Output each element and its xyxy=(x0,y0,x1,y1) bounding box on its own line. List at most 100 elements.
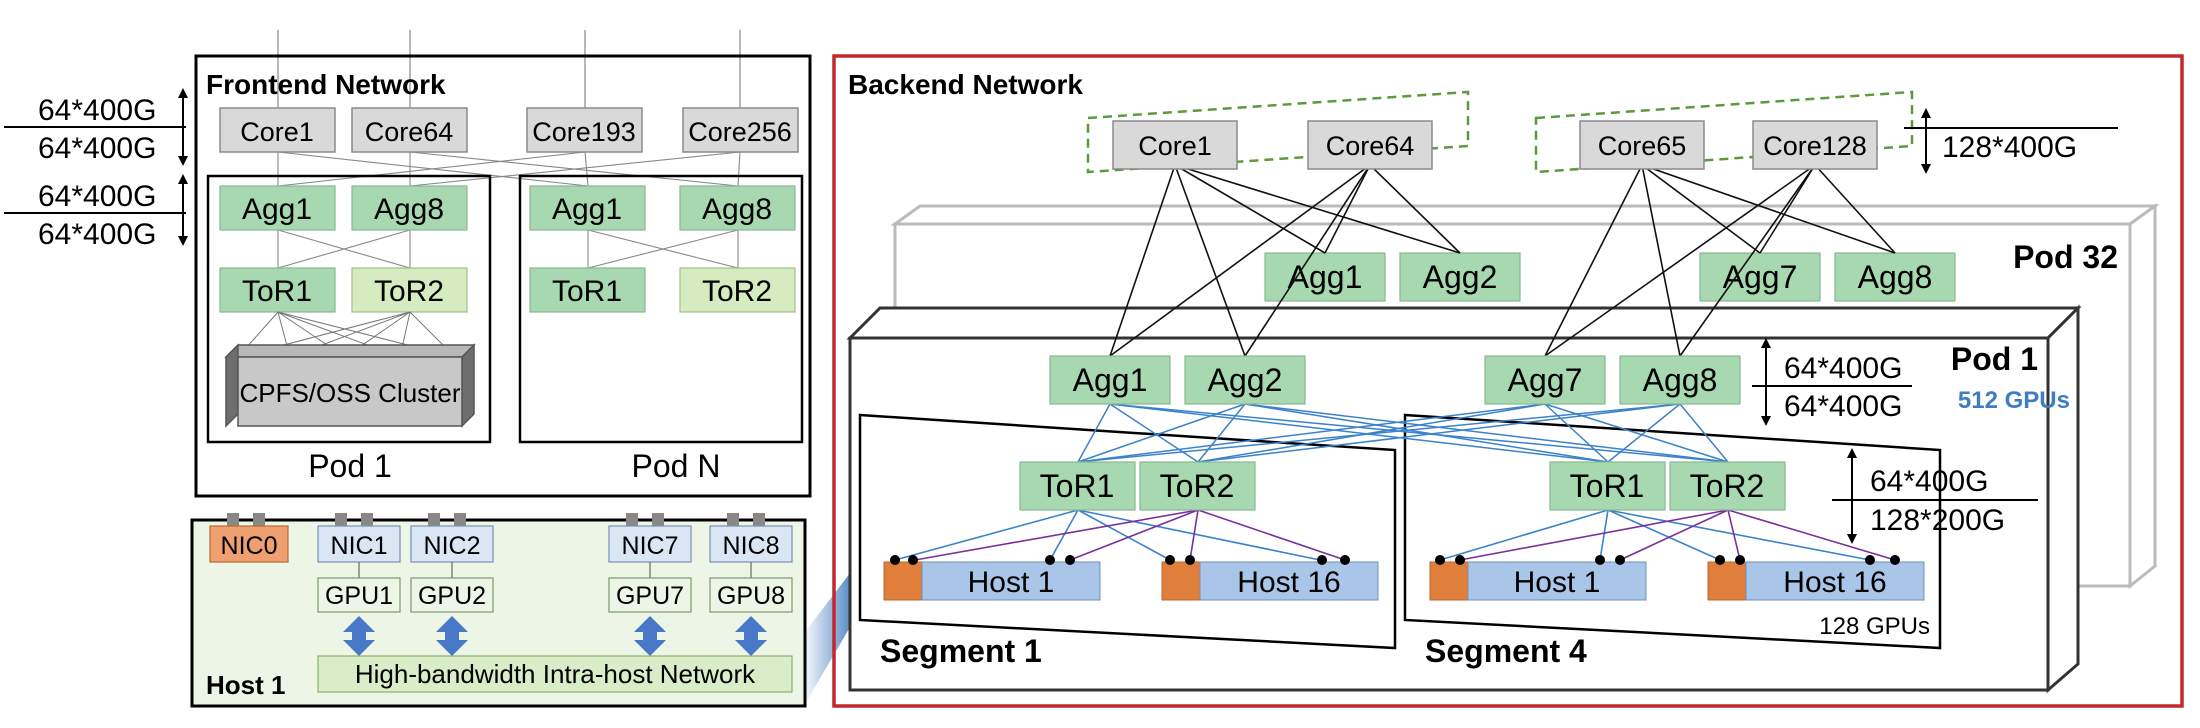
backend-core-label: Core65 xyxy=(1598,131,1687,161)
backend-tor-label: ToR2 xyxy=(1690,468,1765,504)
bw-core-down: 64*400G xyxy=(38,132,156,165)
segment-label: Segment 1 xyxy=(880,633,1042,669)
backend-host: Host 16 xyxy=(1707,555,1925,601)
frontend-tor-label: ToR1 xyxy=(242,275,312,308)
frontend-core-switch: Core193 xyxy=(526,107,643,153)
frontend-agg-label: Agg1 xyxy=(552,193,622,226)
backend-tor-label: ToR1 xyxy=(1570,468,1645,504)
frontend-core-label: Core64 xyxy=(365,117,454,147)
frontend-tor-switch: ToR2 xyxy=(351,267,468,313)
frontend-nic: NIC0 xyxy=(209,513,289,563)
host-name: Host 16 xyxy=(1783,566,1886,599)
host-name: Host 1 xyxy=(1514,566,1601,599)
backend-core-switch: Core1 xyxy=(1112,120,1238,170)
backend-agg-switch: Agg7 xyxy=(1699,252,1821,302)
backend-nic: NIC2 xyxy=(410,513,494,563)
backend-agg-switch: Agg2 xyxy=(1399,252,1521,302)
frontend-core-switch: Core256 xyxy=(682,107,799,153)
frontend-core-label: Core256 xyxy=(688,117,792,147)
frontend-tor-label: ToR1 xyxy=(552,275,622,308)
pod-1-gpu-count: 512 GPUs xyxy=(1958,387,2070,414)
backend-nic: NIC7 xyxy=(608,513,692,563)
gpu: GPU8 xyxy=(709,577,793,613)
pod-1-label: Pod 1 xyxy=(1951,341,2038,377)
gpu-label: GPU7 xyxy=(616,582,684,610)
backend-agg-switch: Agg2 xyxy=(1184,355,1306,405)
backend-agg-bw-annotation xyxy=(1752,338,1912,426)
backend-tor-switch: ToR2 xyxy=(1669,461,1786,511)
bw-pod1-agg-up: 64*400G xyxy=(1784,352,1902,385)
frontend-network: Frontend Network Core1 Core64 Core193 xyxy=(4,30,812,498)
backend-core-switch: Core128 xyxy=(1752,120,1878,170)
backend-agg-label: Agg8 xyxy=(1643,362,1718,398)
gpu: GPU1 xyxy=(317,577,401,613)
backend-host: Host 1 xyxy=(883,555,1101,601)
frontend-core-switch: Core1 xyxy=(219,107,336,153)
backend-network: Backend Network Pod 32 Agg1 Agg2 Agg7 Ag… xyxy=(832,54,2184,708)
backend-agg-label: Agg7 xyxy=(1723,259,1798,295)
backend-agg-label: Agg1 xyxy=(1073,362,1148,398)
frontend-pod-label: Pod N xyxy=(632,448,721,484)
backend-agg-switch: Agg7 xyxy=(1484,355,1606,405)
core-group xyxy=(1086,90,1470,174)
frontend-agg-label: Agg8 xyxy=(702,193,772,226)
frontend-tor-label: ToR2 xyxy=(702,275,772,308)
backend-network-frame xyxy=(832,54,2184,708)
backend-tor-switch: ToR1 xyxy=(1549,461,1666,511)
nic-label: NIC7 xyxy=(622,532,679,560)
backend-core-label: Core128 xyxy=(1763,131,1867,161)
frontend-agg-switch: Agg8 xyxy=(679,185,796,231)
backend-agg-switch: Agg8 xyxy=(1834,252,1956,302)
backend-tor-label: ToR2 xyxy=(1160,468,1235,504)
bw-backend-core: 128*400G xyxy=(1942,131,2077,164)
frontend-pod-label: Pod 1 xyxy=(308,448,392,484)
backend-tor-label: ToR1 xyxy=(1040,468,1115,504)
segment-1 xyxy=(858,413,1397,650)
frontend-agg-switch: Agg8 xyxy=(351,185,468,231)
intra-host-network-label: High-bandwidth Intra-host Network xyxy=(355,659,756,689)
backend-network-title: Backend Network xyxy=(848,69,1083,100)
nic-label: NIC1 xyxy=(331,532,388,560)
backend-nic: NIC8 xyxy=(709,513,793,563)
gpu: GPU2 xyxy=(410,577,494,613)
gpu-label: GPU1 xyxy=(325,582,393,610)
backend-agg-switch: Agg1 xyxy=(1264,252,1386,302)
nic-label: NIC2 xyxy=(424,532,481,560)
backend-nic: NIC1 xyxy=(317,513,401,563)
bw-agg-down: 64*400G xyxy=(38,218,156,251)
pod-32-label: Pod 32 xyxy=(2013,239,2118,275)
backend-agg-switch: Agg8 xyxy=(1619,355,1741,405)
nic-label: NIC0 xyxy=(221,532,278,560)
frontend-tor-label: ToR2 xyxy=(374,275,444,308)
storage-cluster: CPFS/OSS Cluster xyxy=(224,343,476,428)
intra-host-network xyxy=(317,655,793,693)
frontend-network-title: Frontend Network xyxy=(206,69,446,100)
host-name: Host 1 xyxy=(968,566,1055,599)
backend-core-label: Core64 xyxy=(1326,131,1415,161)
backend-core-label: Core1 xyxy=(1138,131,1212,161)
frontend-core-label: Core193 xyxy=(532,117,636,147)
host-label: Host 1 xyxy=(206,670,285,700)
backend-agg-label: Agg8 xyxy=(1858,259,1933,295)
bw-tor-down: 128*200G xyxy=(1870,504,2005,537)
backend-core-switch: Core64 xyxy=(1307,120,1433,170)
frontend-tor-switch: ToR2 xyxy=(679,267,796,313)
backend-tor-bw-annotation xyxy=(1832,448,2038,544)
segment-gpu-count: 128 GPUs xyxy=(1819,613,1930,640)
frontend-bandwidth-annotations xyxy=(4,88,188,246)
gpu-label: GPU8 xyxy=(717,582,785,610)
frontend-core-label: Core1 xyxy=(240,117,314,147)
backend-agg-label: Agg2 xyxy=(1423,259,1498,295)
bw-core-up: 64*400G xyxy=(38,94,156,127)
frontend-tor-switch: ToR1 xyxy=(529,267,646,313)
backend-agg-label: Agg2 xyxy=(1208,362,1283,398)
bidirectional-arrow-icon xyxy=(343,616,767,656)
segment-label: Segment 4 xyxy=(1425,633,1587,669)
frontend-pod-1: Agg1 Agg8 ToR1 ToR2 xyxy=(206,174,492,484)
frontend-tor-switch: ToR1 xyxy=(219,267,336,313)
core-group xyxy=(1534,90,1914,174)
backend-agg-label: Agg1 xyxy=(1288,259,1363,295)
frontend-agg-label: Agg8 xyxy=(374,193,444,226)
bw-agg-up: 64*400G xyxy=(38,180,156,213)
